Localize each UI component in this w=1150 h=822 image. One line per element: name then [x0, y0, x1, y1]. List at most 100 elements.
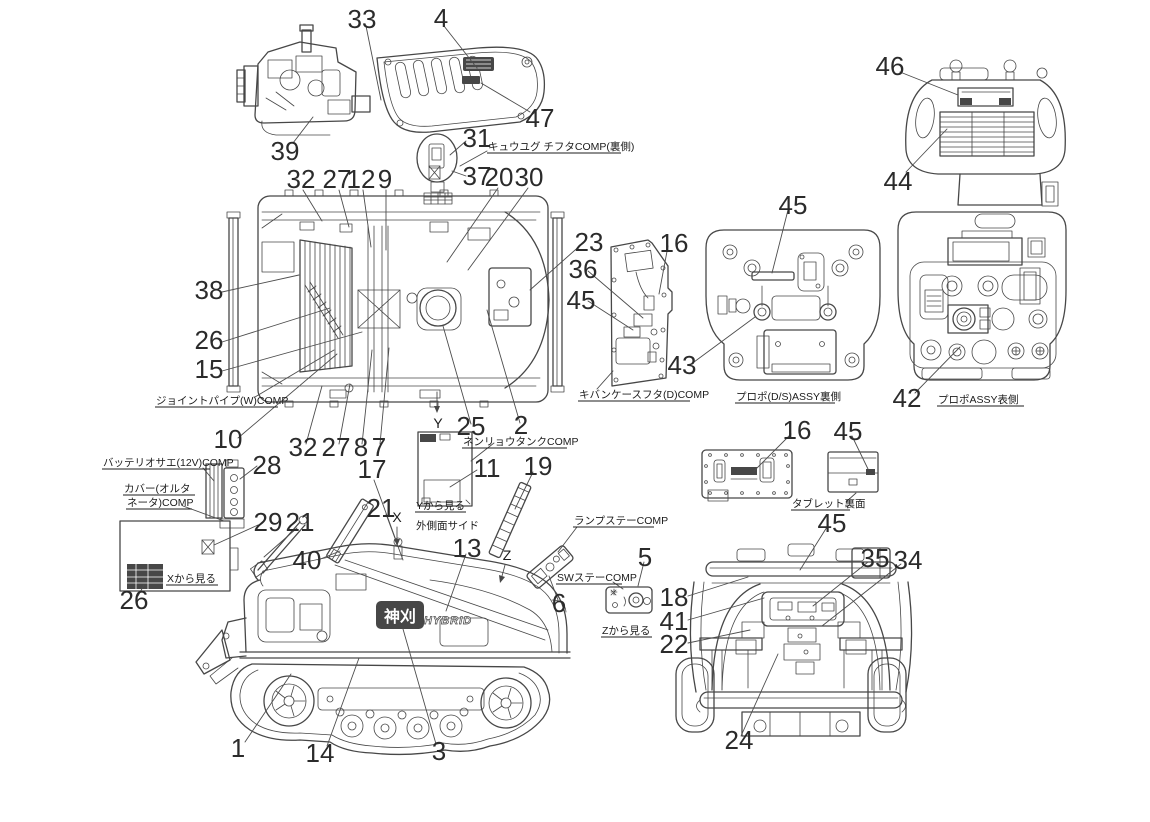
transmitter-front-view [897, 211, 1067, 381]
transmitter-back-view [705, 229, 881, 381]
front-decal-plate [957, 87, 1014, 107]
alternator-cover-view [119, 520, 239, 592]
alternator-vent [127, 564, 163, 589]
callout-38: 38 [195, 275, 224, 305]
label-alt-cover-1: カバー(オルタ [124, 483, 191, 495]
callout-41: 41 [660, 606, 689, 636]
machine-side-view: 神刈 HYBRID [195, 515, 571, 756]
machine-top-view [226, 189, 565, 408]
callout-45c: 45 [834, 416, 863, 446]
callout-40: 40 [293, 545, 322, 575]
callout-8: 8 [354, 432, 368, 462]
tablet-back-view [827, 451, 879, 493]
label-view-from-z: Zから見る [602, 625, 650, 637]
label-propo-back: プロポ(D/S)ASSY裏側 [736, 390, 841, 403]
callout-39: 39 [271, 136, 300, 166]
machine-front-view [905, 59, 1066, 207]
callout-46: 46 [876, 51, 905, 81]
callout-9: 9 [378, 164, 392, 194]
callout-25: 25 [457, 411, 486, 441]
callout-16b: 16 [783, 415, 812, 445]
callout-19: 19 [524, 451, 553, 481]
callout-22: 22 [660, 629, 689, 659]
callout-16a: 16 [660, 228, 689, 258]
top-view-box [488, 267, 532, 327]
switch-panel-part [605, 586, 653, 614]
callout-42: 42 [893, 383, 922, 413]
engine-assembly-view [236, 24, 371, 136]
callout-26a: 26 [195, 325, 224, 355]
callout-10: 10 [214, 424, 243, 454]
machine-rear-view [675, 543, 913, 737]
callout-27b: 27 [322, 432, 351, 462]
label-propo-front: プロポASSY表側 [938, 393, 1019, 406]
transmitter-back-bar [751, 271, 795, 281]
label-outer-side: 外側面サイド [416, 519, 479, 532]
top-cover-view [376, 46, 546, 133]
callout-3: 3 [432, 736, 446, 766]
tablet-plate-view [701, 449, 793, 502]
radiator-grille [299, 239, 353, 373]
callout-18: 18 [660, 582, 689, 612]
callout-28: 28 [253, 450, 282, 480]
hybrid-logo-text: HYBRID [424, 615, 472, 627]
callout-30: 30 [515, 162, 544, 192]
callout-32b: 32 [289, 432, 318, 462]
leader-lines [137, 25, 961, 747]
callout-29: 29 [254, 507, 283, 537]
transmitter-main-knob-plate [947, 304, 989, 334]
jp-labels: キュウユグ チフタCOMP(裏側) ジョイントパイプ(W)COMP ネンリョウタ… [102, 140, 1024, 638]
label-tablet-back: タブレット裏面 [792, 497, 866, 510]
callout-1: 1 [231, 733, 245, 763]
callout-4: 4 [434, 3, 448, 33]
fuel-filler-opening [419, 289, 457, 327]
callout-17: 17 [358, 454, 387, 484]
label-lamp-stay: ランプステーCOMP [574, 515, 668, 527]
label-fuel-cap-cover: キュウユグ チフタCOMP(裏側) [488, 140, 634, 153]
axis-z-label: Z [503, 547, 512, 563]
callout-34: 34 [894, 545, 923, 575]
battery-holder-view [205, 459, 245, 529]
label-joint-pipe: ジョイントパイプ(W)COMP [156, 395, 288, 407]
fuel-tank-view [417, 431, 473, 507]
label-board-case: キバンケースフタ(D)COMP [579, 389, 709, 401]
label-view-from-y: Yから見る [416, 500, 465, 512]
callout-45d: 45 [818, 508, 847, 538]
callout-43: 43 [668, 350, 697, 380]
callout-14: 14 [306, 738, 335, 768]
rear-console [761, 591, 845, 627]
label-battery-holder: バッテリオサエ(12V)COMP [103, 457, 234, 469]
kanji-logo-plate [376, 601, 424, 629]
callout-26b: 26 [120, 585, 149, 615]
callout-44: 44 [884, 166, 913, 196]
kanji-logo-text: 神刈 [384, 607, 416, 626]
axis-y-label: Y [433, 415, 443, 431]
label-alt-cover-2: ネータ)COMP [127, 497, 194, 509]
callout-36: 36 [569, 254, 598, 284]
callout-13: 13 [453, 533, 482, 563]
label-sw-stay: SWステーCOMP [557, 572, 637, 584]
label-view-from-x: Xから見る [167, 573, 216, 585]
callout-15: 15 [195, 354, 224, 384]
callout-37: 37 [463, 161, 492, 191]
callout-7: 7 [372, 432, 386, 462]
lamp-stay-part [526, 545, 574, 589]
callout-31: 31 [463, 123, 492, 153]
callout-32a: 32 [287, 164, 316, 194]
callout-6: 6 [552, 588, 566, 618]
blade-part-40 [326, 498, 374, 564]
callout-5: 5 [638, 542, 652, 572]
axis-x-label: X [392, 509, 402, 525]
callout-23: 23 [575, 227, 604, 257]
axis-markers: X Y Z [392, 391, 512, 583]
callout-47: 47 [526, 103, 555, 133]
callout-21b: 21 [367, 493, 396, 523]
callout-45a: 45 [567, 285, 596, 315]
fuel-lid-view [416, 133, 458, 205]
callout-11: 11 [474, 453, 501, 483]
callout-20: 20 [485, 162, 514, 192]
front-grille [939, 111, 1035, 157]
callout-27a: 27 [323, 164, 352, 194]
